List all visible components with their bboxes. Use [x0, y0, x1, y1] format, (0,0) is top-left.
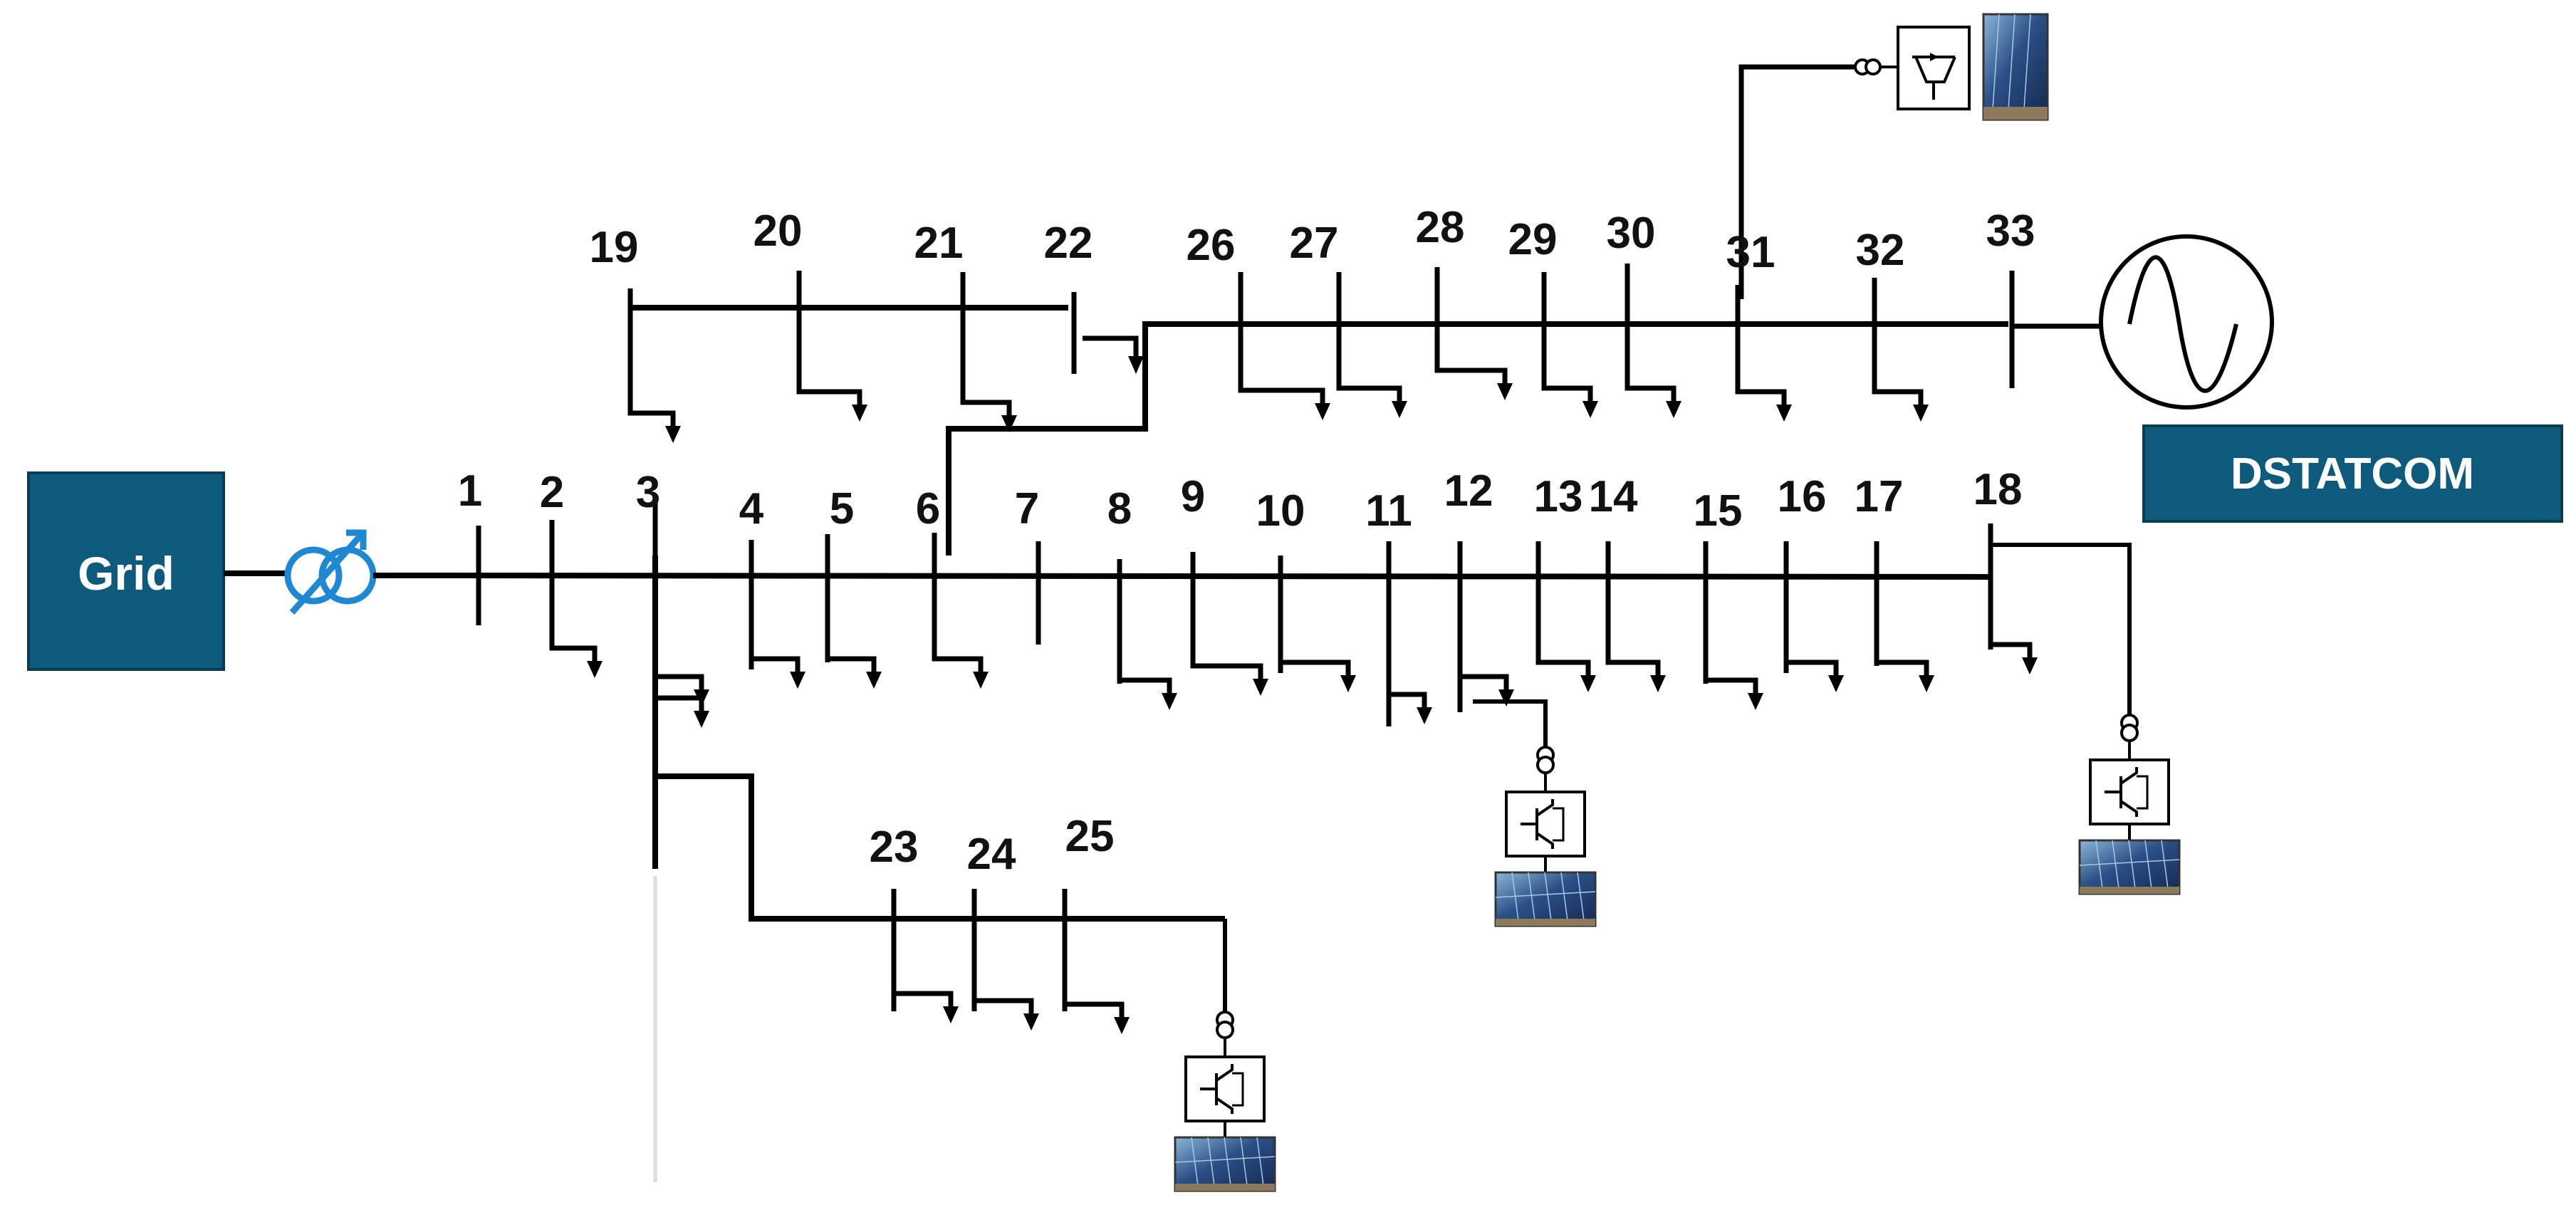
- load-arrow-icon: [971, 922, 1039, 1031]
- bus-label-21: 21: [914, 219, 964, 268]
- bus31-to-pv-line: [1738, 64, 1855, 299]
- bus-label-8: 8: [1107, 484, 1132, 533]
- main-feeder: [405, 573, 1991, 580]
- load-arrow-icon: [1190, 580, 1268, 696]
- load-arrow-icon: [1434, 328, 1513, 400]
- load-arrow-icon: [1872, 328, 1929, 422]
- load-arrow-icon: [1062, 922, 1130, 1034]
- bus-label-15: 15: [1694, 486, 1743, 536]
- bus-label-26: 26: [1187, 221, 1236, 270]
- load-arrow-icon: [960, 313, 1017, 432]
- bus-label-6: 6: [916, 484, 940, 533]
- bus-label-28: 28: [1416, 203, 1465, 252]
- bus-label-10: 10: [1256, 486, 1305, 536]
- bus-label-11: 11: [1365, 486, 1412, 536]
- pv-unit-bus31: [1854, 13, 2049, 121]
- load-arrow-icon: [825, 580, 882, 689]
- solar-panel-icon: [2078, 839, 2181, 895]
- grid-source: Grid: [27, 471, 225, 671]
- dstatcom-label: DSTATCOM: [2231, 449, 2474, 499]
- bus-label-23: 23: [870, 823, 919, 872]
- load-arrow-icon: [1605, 580, 1666, 692]
- bus6-to-upper-feeder: [946, 321, 2008, 556]
- bus-label-33: 33: [1986, 207, 2035, 256]
- load-arrow-icon: [1783, 580, 1844, 692]
- bus-label-7: 7: [1015, 484, 1039, 533]
- pv-unit-bus12: [1494, 746, 1597, 927]
- main-bus-bars: [476, 499, 1993, 869]
- transformer-icon: [1536, 746, 1555, 774]
- load-arrow-icon: [796, 313, 867, 422]
- load-arrow-icon: [1541, 328, 1598, 418]
- bus-label-22: 22: [1044, 219, 1093, 268]
- load-arrow-icon: [891, 922, 959, 1023]
- transformer-icon: [2120, 714, 2139, 742]
- load-arrows: [549, 313, 2038, 1034]
- pv-unit-bus25: [1174, 1011, 1276, 1192]
- load-arrow-icon: [1278, 580, 1356, 692]
- load-arrow-icon: [1238, 328, 1330, 420]
- load-arrow-icon: [1386, 580, 1432, 724]
- upper-bus-bars: [627, 264, 2015, 1011]
- inverter-icon: [2089, 758, 2170, 825]
- bus18-to-pv-line: [1991, 543, 2132, 719]
- load-arrow-icon: [1988, 580, 2038, 674]
- bus-label-31: 31: [1726, 228, 1775, 277]
- solar-panel-icon: [1494, 871, 1597, 927]
- load-arrow-icon: [652, 580, 709, 707]
- load-arrow-icon: [1117, 580, 1177, 710]
- bus-label-20: 20: [753, 207, 803, 256]
- bus-label-24: 24: [967, 830, 1016, 879]
- load-arrow-icon: [1336, 328, 1407, 418]
- bus-label-18: 18: [1973, 465, 2023, 514]
- inverter-icon: [1897, 26, 1971, 110]
- bus-label-13: 13: [1534, 472, 1583, 521]
- dstatcom-box: DSTATCOM: [2142, 424, 2563, 523]
- bus-label-27: 27: [1290, 219, 1339, 268]
- pv-unit-bus18: [2078, 714, 2181, 895]
- solar-panel-icon: [1982, 13, 2049, 121]
- ac-source-icon: [2099, 234, 2274, 410]
- inverter-icon: [1505, 791, 1586, 857]
- transformer-icon: [1854, 58, 1882, 75]
- bus-label-5: 5: [830, 484, 854, 533]
- bus-label-25: 25: [1065, 812, 1115, 861]
- load-arrow-icon: [1535, 580, 1596, 692]
- load-arrow-icon: [1083, 335, 1144, 374]
- transformer-icon: [1216, 1011, 1234, 1039]
- bus-label-1: 1: [458, 466, 482, 516]
- lateral-bus3: [652, 556, 855, 922]
- bus-label-16: 16: [1778, 472, 1827, 521]
- load-arrow-icon: [1874, 580, 1934, 692]
- load-arrow-icon: [1457, 580, 1514, 707]
- bus-label-29: 29: [1508, 215, 1558, 264]
- bus-label-30: 30: [1607, 209, 1656, 258]
- bus-label-12: 12: [1444, 466, 1493, 516]
- bus-label-9: 9: [1181, 472, 1205, 521]
- bus12-to-pv-line: [1473, 699, 1548, 755]
- bus-label-19: 19: [590, 223, 639, 272]
- load-arrow-icon: [932, 580, 989, 689]
- bus-label-3: 3: [636, 468, 660, 517]
- load-arrow-icon: [627, 313, 681, 443]
- solar-panel-icon: [1174, 1136, 1276, 1192]
- bus-label-4: 4: [739, 484, 764, 533]
- bus-label-32: 32: [1856, 226, 1905, 275]
- bus-label-14: 14: [1589, 472, 1638, 521]
- load-arrow-icon: [1735, 328, 1792, 422]
- load-arrow-icon: [1625, 328, 1681, 418]
- load-arrow-icon: [549, 580, 603, 678]
- inverter-icon: [1184, 1055, 1266, 1122]
- bus-label-17: 17: [1855, 472, 1904, 521]
- bus-label-2: 2: [540, 468, 564, 517]
- transformer-icon: [284, 529, 377, 615]
- pv-units: [1174, 13, 2181, 1192]
- load-arrow-icon: [749, 580, 805, 689]
- load-arrow-icon: [1703, 580, 1763, 710]
- grid-label: Grid: [78, 547, 174, 600]
